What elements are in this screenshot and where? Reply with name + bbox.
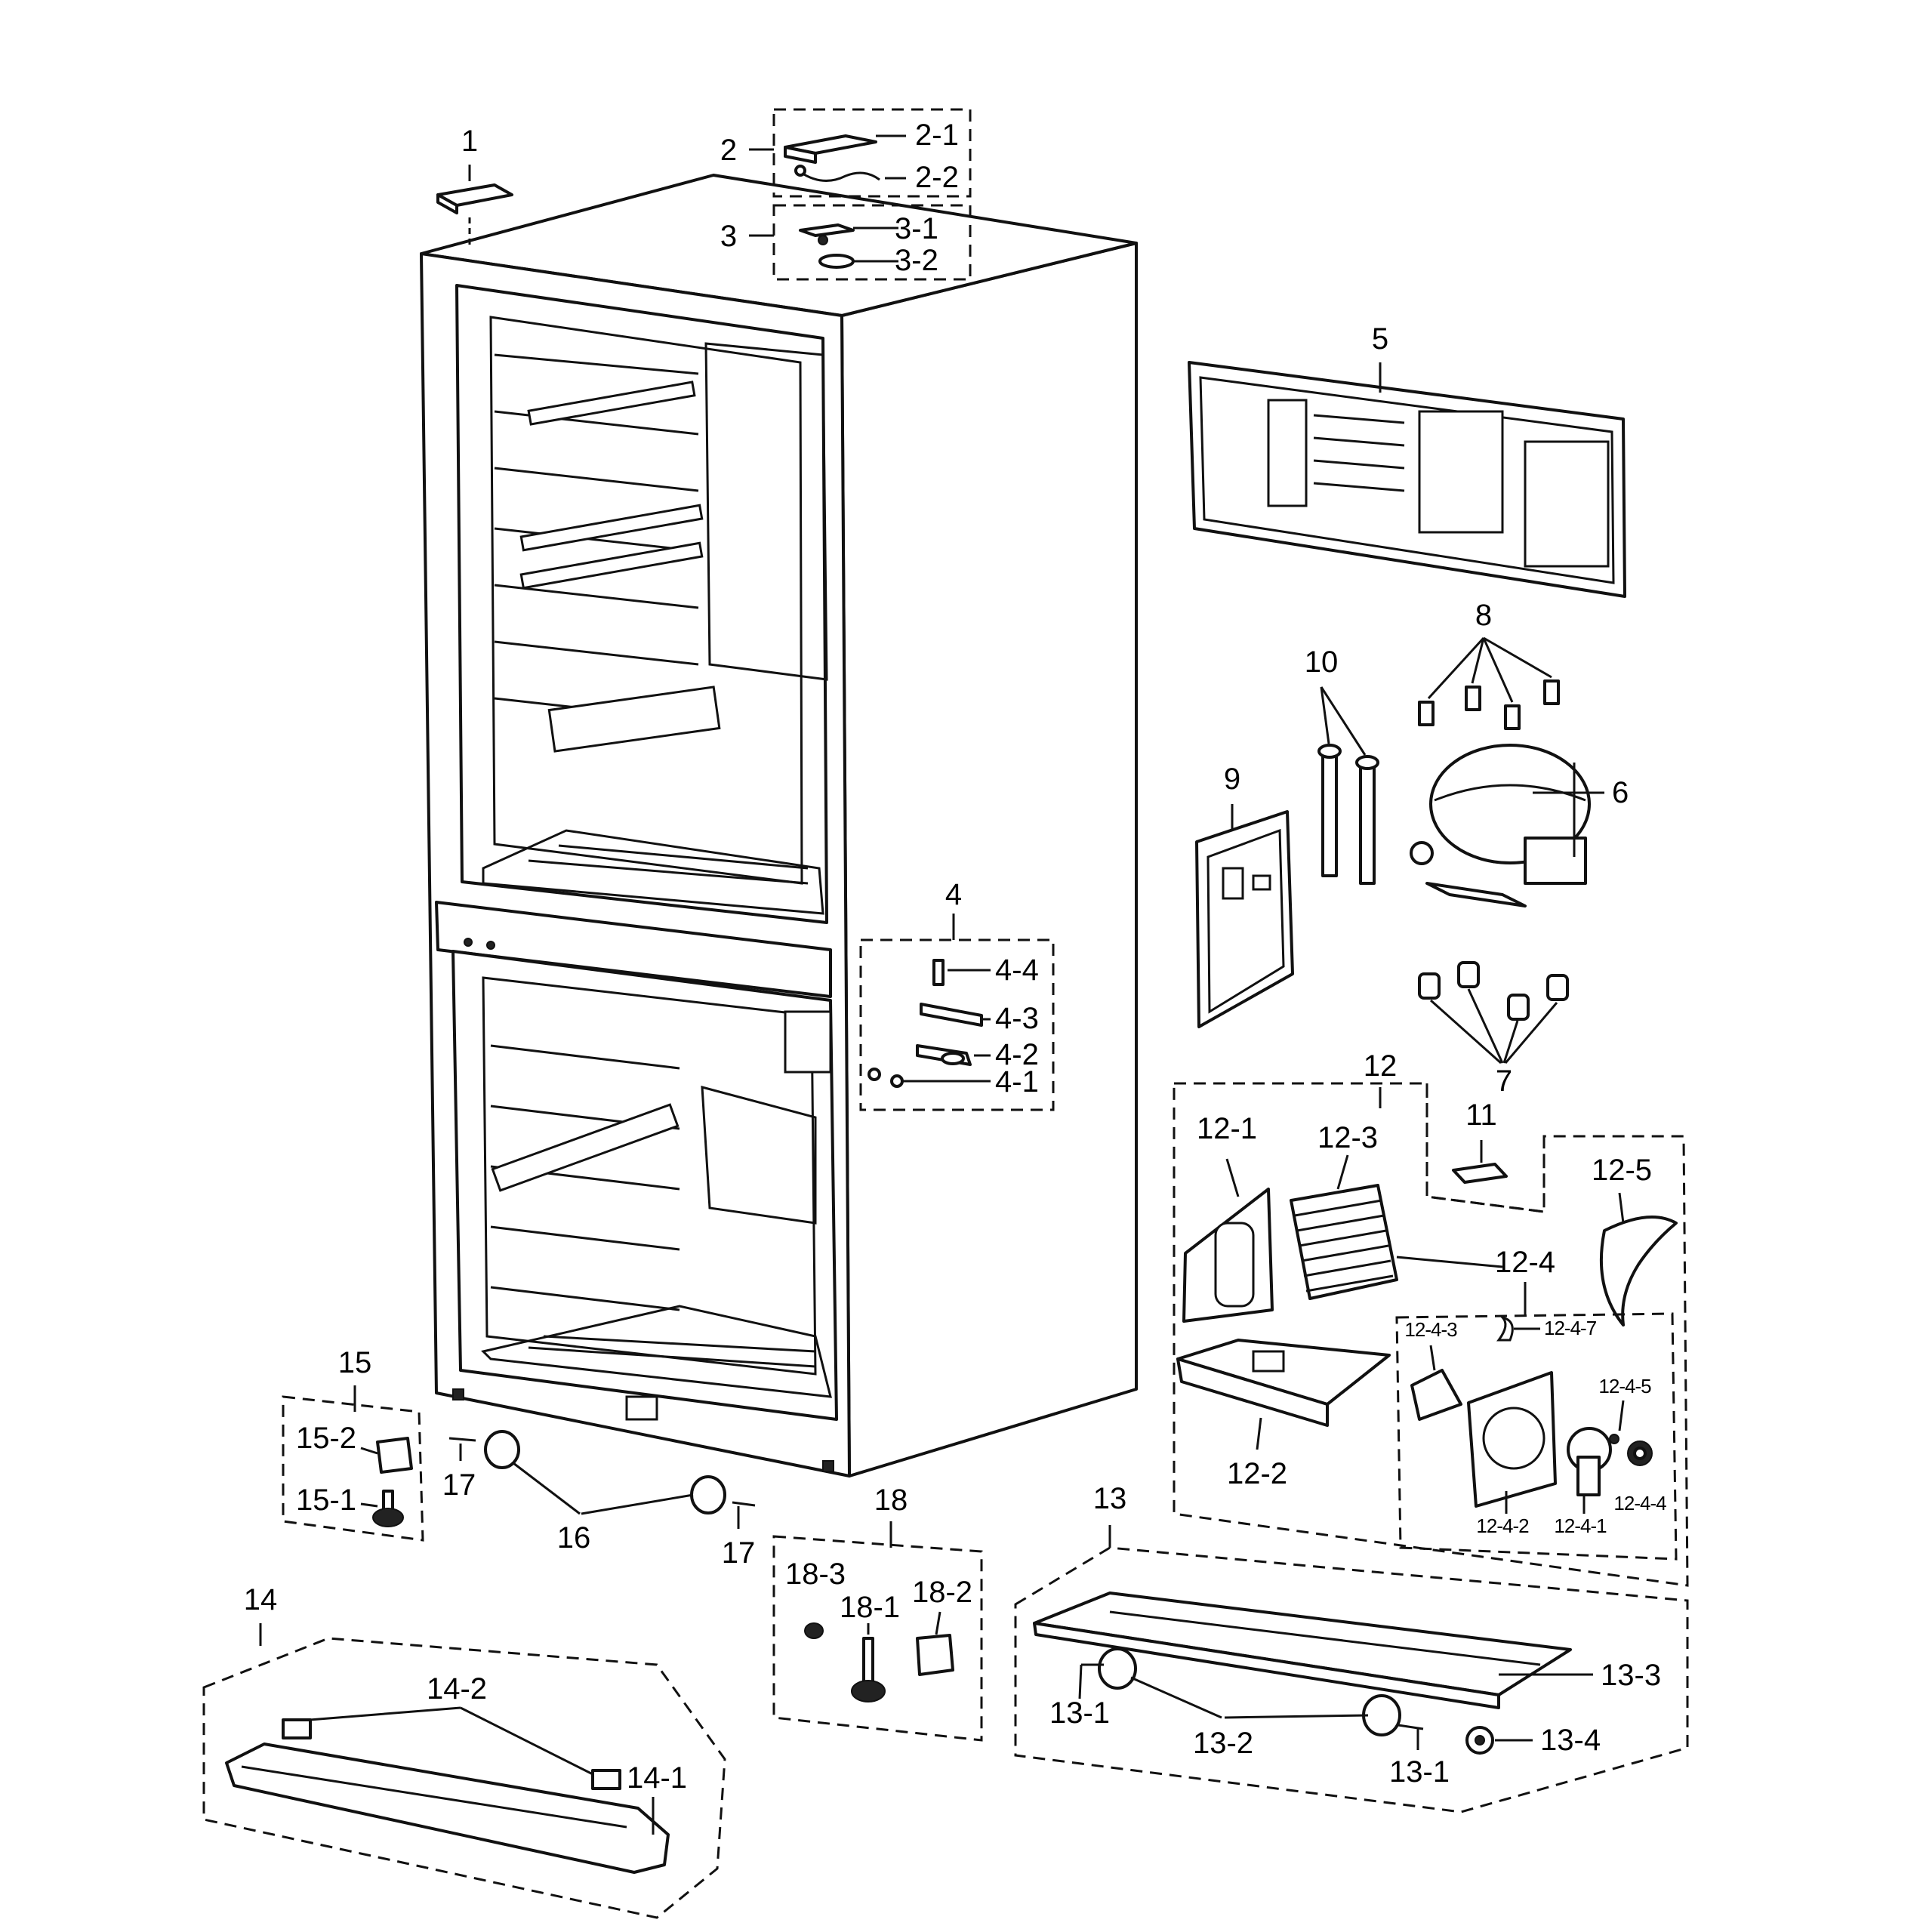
- callout-12-4-2: 12-4-2: [1476, 1514, 1529, 1537]
- callout-17b: 17: [722, 1536, 756, 1570]
- callout-11: 11: [1465, 1098, 1497, 1132]
- part-7-rubber-grommets: 7: [1418, 961, 1569, 1098]
- callout-18-1: 18-1: [840, 1591, 900, 1624]
- callout-4-1: 4-1: [995, 1065, 1039, 1098]
- callout-4: 4: [945, 878, 962, 911]
- callout-13: 13: [1093, 1482, 1127, 1515]
- callout-6: 6: [1612, 776, 1629, 809]
- callout-3-2: 3-2: [895, 244, 938, 277]
- callout-15: 15: [338, 1346, 372, 1379]
- callout-2-2: 2-2: [915, 161, 959, 194]
- callout-8: 8: [1475, 599, 1492, 632]
- callout-10: 10: [1305, 646, 1339, 679]
- callout-12-2: 12-2: [1227, 1457, 1287, 1490]
- callout-14-2: 14-2: [427, 1672, 487, 1706]
- callout-18-2: 18-2: [912, 1576, 972, 1609]
- callout-13-4: 13-4: [1540, 1724, 1601, 1757]
- part-17-roller-pins: 17 17: [442, 1437, 756, 1570]
- group-15-adjustable-leg: 15 15-2 15-1: [282, 1346, 424, 1542]
- callout-12-3: 12-3: [1317, 1121, 1378, 1154]
- group-4-middle-hinge-assembly: 4 4-4 4-3 4-2 4-1: [859, 878, 1055, 1111]
- part-5-rear-cover: 5: [1188, 322, 1626, 598]
- callout-12-4: 12-4: [1495, 1246, 1555, 1279]
- callout-13-1a: 13-1: [1049, 1696, 1110, 1730]
- callout-12: 12: [1364, 1049, 1398, 1083]
- callout-2: 2: [720, 134, 737, 167]
- callout-15-1: 15-1: [296, 1484, 356, 1517]
- part-6-compressor: 6: [1410, 744, 1629, 907]
- callout-1: 1: [461, 125, 478, 158]
- callout-3: 3: [720, 220, 737, 253]
- callout-13-2: 13-2: [1193, 1727, 1253, 1760]
- callout-12-4-7: 12-4-7: [1544, 1317, 1597, 1339]
- group-13-base-assembly: 13 13-3 13-2 13-1 13-1 13-4: [1014, 1482, 1689, 1813]
- callout-13-3: 13-3: [1601, 1659, 1661, 1692]
- callout-12-4-5: 12-4-5: [1598, 1375, 1651, 1397]
- callout-3-1: 3-1: [895, 212, 938, 245]
- callout-12-1: 12-1: [1197, 1112, 1257, 1145]
- callout-4-4: 4-4: [995, 954, 1039, 987]
- callout-16: 16: [557, 1521, 591, 1555]
- group-18-rear-leg: 18 18-3 18-1 18-2: [772, 1484, 983, 1742]
- part-11-sensor: 11: [1425, 1083, 1545, 1213]
- callout-9: 9: [1224, 763, 1240, 796]
- part-10-drain-tubes: 10: [1305, 646, 1379, 885]
- callout-5: 5: [1372, 322, 1388, 356]
- callout-18: 18: [874, 1484, 908, 1517]
- callout-13-1b: 13-1: [1389, 1755, 1450, 1789]
- callout-17a: 17: [442, 1468, 476, 1502]
- part-8-bolts: 8: [1418, 599, 1560, 730]
- callout-7: 7: [1496, 1065, 1512, 1098]
- callout-14-1: 14-1: [627, 1761, 687, 1795]
- callout-14: 14: [244, 1583, 278, 1616]
- cabinet: [420, 174, 1138, 1478]
- group-3-hinge-bracket-assembly: 3 3-1 3-2: [720, 204, 972, 281]
- part-1-hinge-cover: 1: [436, 125, 513, 249]
- callout-18-3: 18-3: [785, 1558, 846, 1591]
- callout-2-1: 2-1: [915, 119, 959, 152]
- group-14-front-leg-cover: 14 14-2 14-1: [202, 1583, 726, 1919]
- callout-15-2: 15-2: [296, 1422, 356, 1455]
- part-9-control-box: 9: [1195, 763, 1294, 1028]
- group-12-evaporator-assembly: 12 12-1 12-3 12-2 12-5 12-4 12-4-3: [1173, 1049, 1689, 1587]
- callout-4-3: 4-3: [995, 1002, 1039, 1035]
- callout-12-4-1: 12-4-1: [1554, 1514, 1607, 1537]
- callout-12-5: 12-5: [1592, 1154, 1652, 1187]
- callout-12-4-4: 12-4-4: [1613, 1492, 1666, 1514]
- group-2-top-hinge-assembly: 2 2-1 2-2: [720, 108, 972, 198]
- part-16-front-rollers: 16: [484, 1430, 726, 1555]
- callout-4-2: 4-2: [995, 1038, 1039, 1071]
- callout-12-4-3: 12-4-3: [1404, 1318, 1457, 1341]
